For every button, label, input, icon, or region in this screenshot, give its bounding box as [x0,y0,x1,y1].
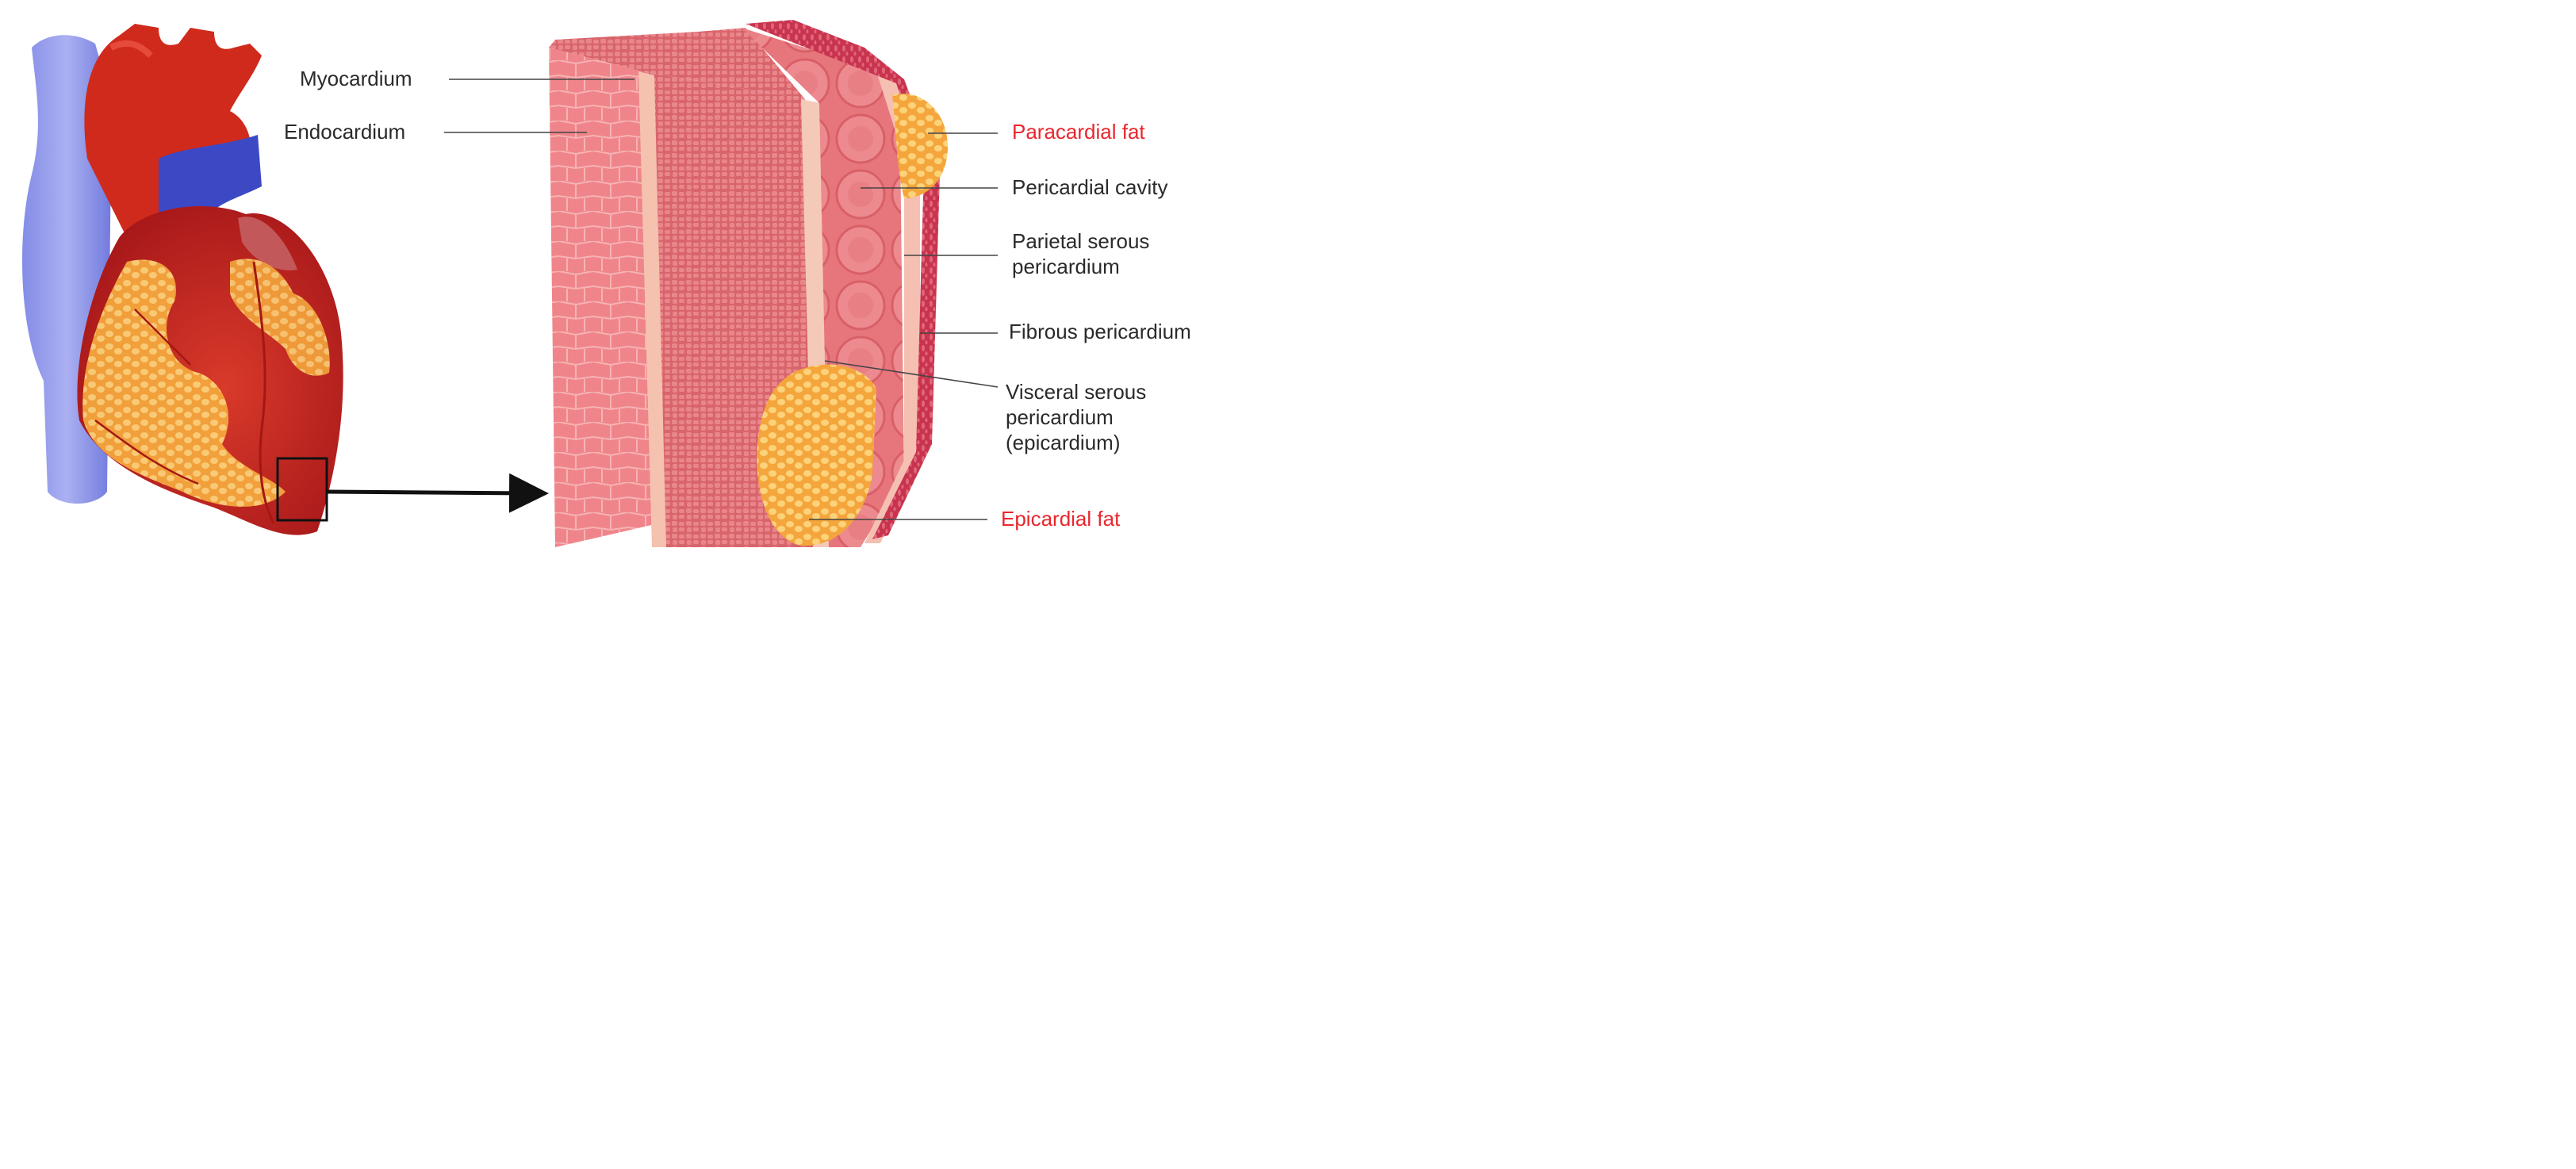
label-myocardium: Myocardium [300,66,412,91]
label-parietal-serous-pericardium: Parietal serous pericardium [1012,228,1250,279]
heart-wall-section [549,20,948,547]
label-pericardial-cavity: Pericardial cavity [1012,174,1168,200]
label-visceral-serous-pericardium: Visceral serous pericardium (epicardium) [1006,379,1244,455]
heart-illustration [22,24,343,535]
label-parietal-line1: Parietal serous [1012,228,1250,254]
label-parietal-line2: pericardium [1012,254,1250,279]
label-epicardial-fat: Epicardial fat [1001,506,1120,531]
diagram-artwork [0,0,1244,571]
label-visceral-line2: pericardium [1006,404,1244,430]
label-visceral-line3: (epicardium) [1006,430,1244,455]
label-visceral-line1: Visceral serous [1006,379,1244,404]
label-endocardium: Endocardium [284,119,405,144]
heart-wall-diagram: Myocardium Endocardium Paracardial fat P… [0,0,1244,571]
label-fibrous-pericardium: Fibrous pericardium [1009,319,1191,344]
label-paracardial-fat: Paracardial fat [1012,119,1145,144]
arrow-right-icon [327,492,533,493]
